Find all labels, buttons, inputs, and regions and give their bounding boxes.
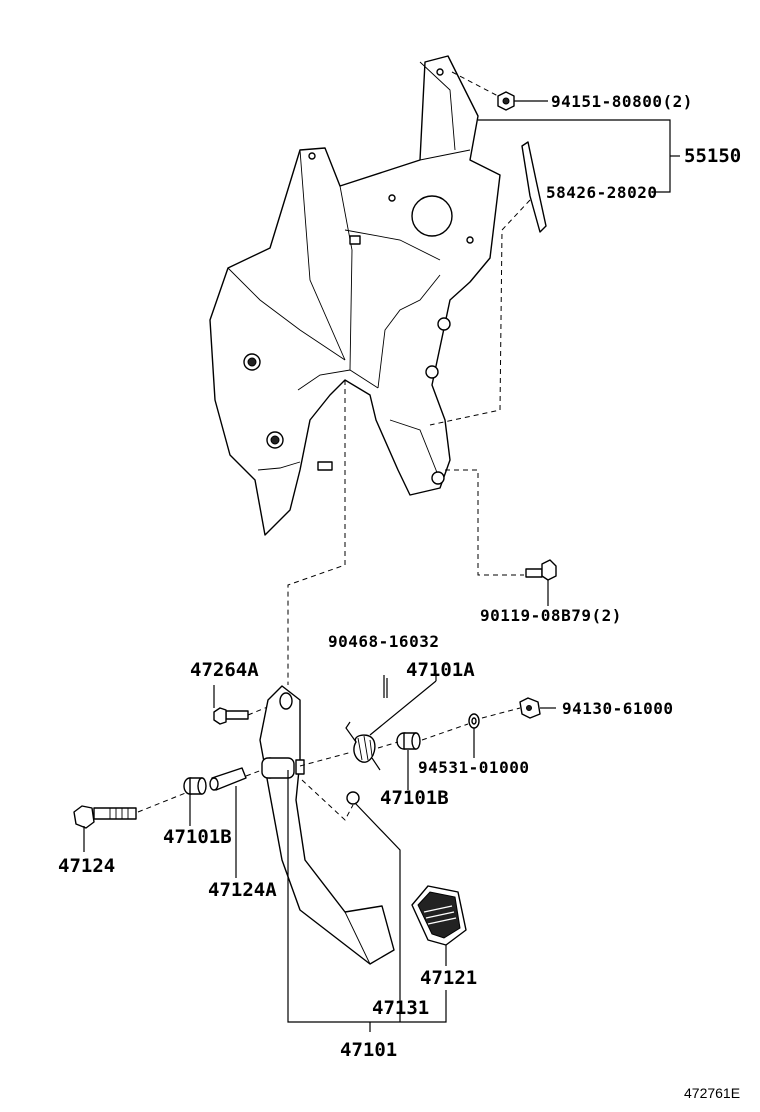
label-90468-16032: 90468-16032 xyxy=(328,632,439,651)
pedal-pad-icon xyxy=(411,885,467,946)
label-94151-80800: 94151-80800(2) xyxy=(551,92,693,111)
label-47121: 47121 xyxy=(420,967,477,989)
label-47124: 47124 xyxy=(58,855,115,877)
brake-pedal-arm xyxy=(259,685,395,965)
return-spring-icon xyxy=(345,721,381,771)
pedal-support-bracket xyxy=(209,55,501,536)
label-47264A: 47264A xyxy=(190,659,259,681)
label-94130-61000: 94130-61000 xyxy=(562,699,673,718)
label-55150: 55150 xyxy=(684,145,741,167)
flange-bolt-icon xyxy=(525,559,557,581)
nut-icon xyxy=(497,91,515,111)
label-47101A: 47101A xyxy=(406,659,475,681)
figure-code: 472761E xyxy=(684,1085,740,1101)
label-47101B-right: 47101B xyxy=(380,787,449,809)
bushing-right-icon xyxy=(396,732,421,750)
label-58426-28020: 58426-28020 xyxy=(546,183,657,202)
label-94531-01000: 94531-01000 xyxy=(418,758,529,777)
flange-nut-icon xyxy=(519,697,541,719)
label-47101B-left: 47101B xyxy=(163,826,232,848)
label-90119-08B79: 90119-08B79(2) xyxy=(480,606,622,625)
collar-sleeve-icon xyxy=(209,767,247,791)
clip-pin-icon xyxy=(383,675,388,698)
label-47131: 47131 xyxy=(372,997,429,1019)
hex-bolt-icon xyxy=(73,805,137,829)
washer-icon xyxy=(468,713,480,729)
bushing-left-icon xyxy=(183,777,207,795)
label-47101: 47101 xyxy=(340,1039,397,1061)
cushion-strip-icon xyxy=(521,141,547,233)
pivot-bolt-icon xyxy=(213,707,249,725)
label-47124A: 47124A xyxy=(208,879,277,901)
